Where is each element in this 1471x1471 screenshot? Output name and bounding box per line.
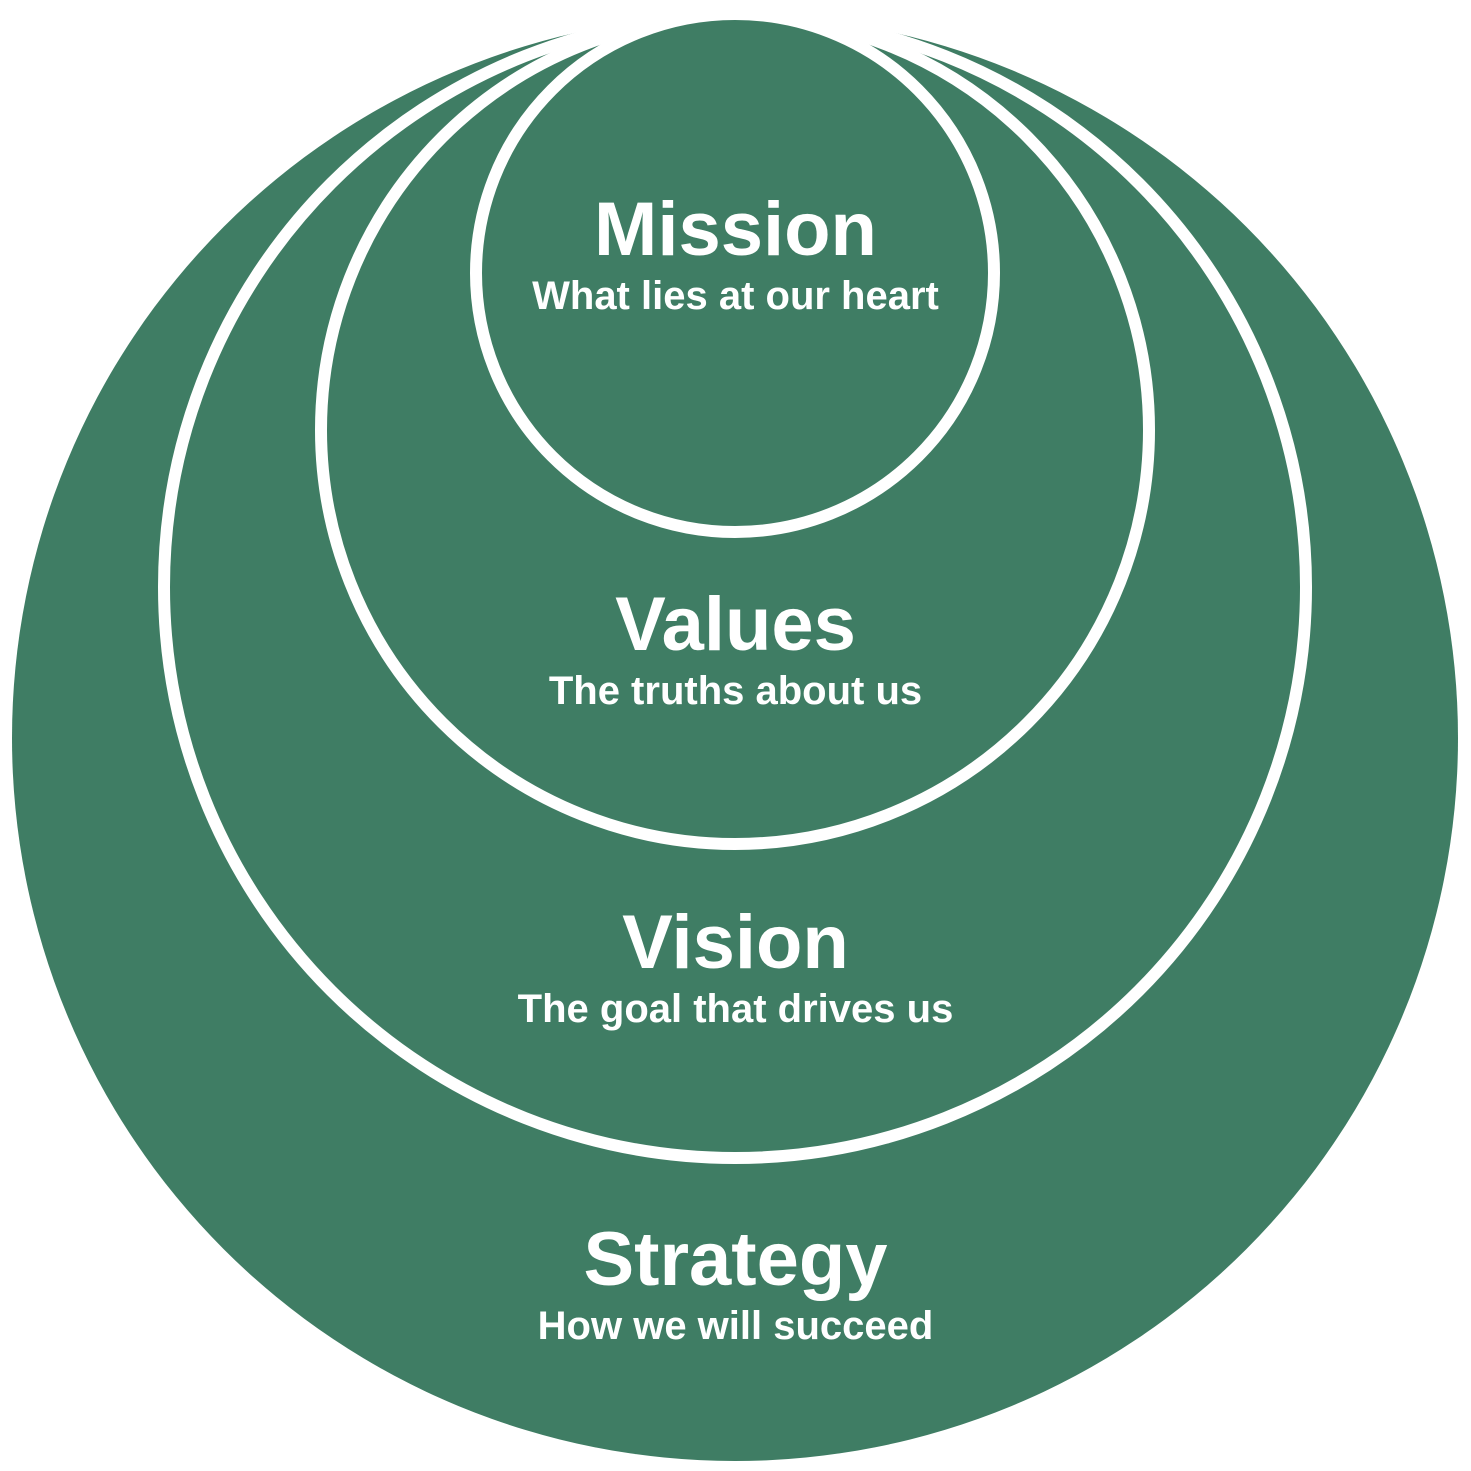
mission-subtitle: What lies at our heart (532, 274, 939, 318)
values-title: Values (615, 582, 856, 667)
vision-title: Vision (622, 900, 849, 985)
strategy-title: Strategy (583, 1217, 888, 1302)
mission-title: Mission (594, 187, 877, 272)
vision-subtitle: The goal that drives us (517, 987, 954, 1031)
strategy-subtitle: How we will succeed (537, 1304, 934, 1348)
values-subtitle: The truths about us (548, 669, 923, 713)
mission-circle (470, 8, 1000, 538)
